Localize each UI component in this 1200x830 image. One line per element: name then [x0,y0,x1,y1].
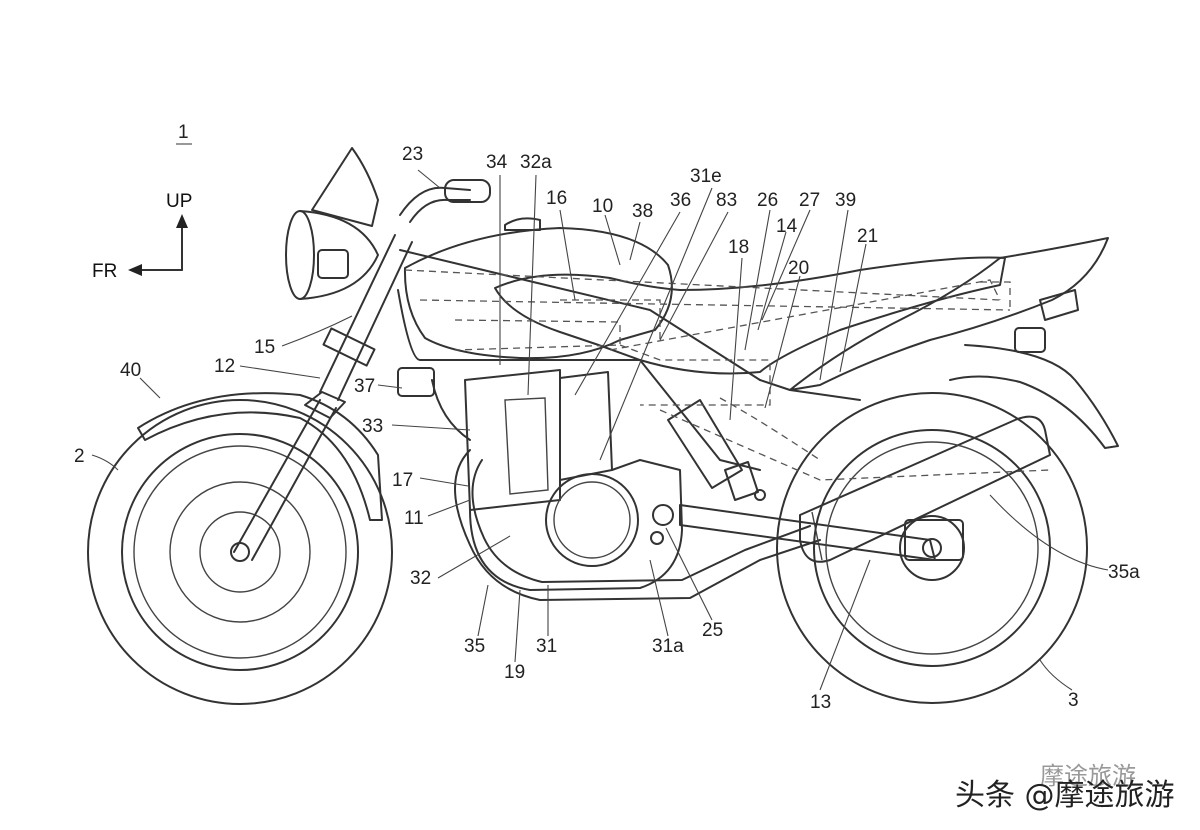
callout-label: 10 [592,196,613,217]
rear-shock [667,399,766,501]
callout-label: 12 [214,356,235,377]
muffler [799,415,1051,563]
seat [494,256,1006,375]
callout-label: 20 [788,258,809,279]
watermark-ghost: 摩途旅游 [1040,762,1136,790]
callout-label: 34 [486,152,508,173]
fuel-tank [403,227,673,360]
callout-label: 32 [410,568,431,589]
callout-label: 2 [74,446,85,467]
callout-label: 31a [652,636,684,657]
leader-lines [91,169,1109,691]
callout-label: 19 [504,662,525,683]
callout-label: 16 [546,188,567,209]
callout-label: 38 [632,201,653,222]
callout-label: 27 [799,190,820,211]
callout-label: 83 [716,190,737,211]
up-arrowhead [176,214,188,228]
intake [431,379,471,441]
fuel-cap [504,217,541,231]
rear-cowl [789,237,1109,391]
tail-lamp [1039,289,1079,321]
front-wheel [87,399,393,705]
callout-labels: 23 34 32a 31e 16 10 38 36 83 26 27 39 14… [74,144,1140,713]
front-label: FR [92,261,117,282]
front-fender [137,392,383,521]
callout-label: 3 [1068,690,1079,711]
front-fork [233,234,413,561]
callout-label: 32a [520,152,552,173]
exhaust-pipe [454,449,821,601]
rear-turn-signal [1014,327,1046,353]
watermark: 头条 @摩途旅游 [955,778,1175,813]
callout-label: 21 [857,226,878,247]
callout-label: 33 [362,416,383,437]
windscreen [311,147,379,227]
up-label: UP [166,191,192,212]
rear-fender [949,344,1119,449]
direction-indicator: UP FR [92,191,192,282]
callout-label: 39 [835,190,856,211]
throttle-body [397,367,435,397]
callout-label: 15 [254,337,275,358]
frame [397,249,861,471]
callout-label: 36 [670,190,691,211]
callout-label: 35a [1108,562,1140,583]
callout-label: 18 [728,237,749,258]
headlamp [285,210,379,300]
callout-label: 31 [536,636,557,657]
callout-label: 37 [354,376,375,397]
callout-label: 26 [757,190,778,211]
callout-label: 40 [120,360,141,381]
handlebar [399,179,491,223]
swingarm [679,504,936,561]
hidden-lines [404,269,1051,481]
callout-label: 11 [404,508,424,529]
callout-label: 31e [690,166,722,187]
callout-label: 13 [810,692,831,713]
callout-label: 35 [464,636,485,657]
callout-label: 17 [392,470,413,491]
callout-label: 25 [702,620,723,641]
figure-number: 1 [178,122,189,143]
callout-label: 14 [776,216,798,237]
rear-wheel [776,392,1088,704]
front-arrowhead [128,264,142,276]
callout-label: 23 [402,144,423,165]
